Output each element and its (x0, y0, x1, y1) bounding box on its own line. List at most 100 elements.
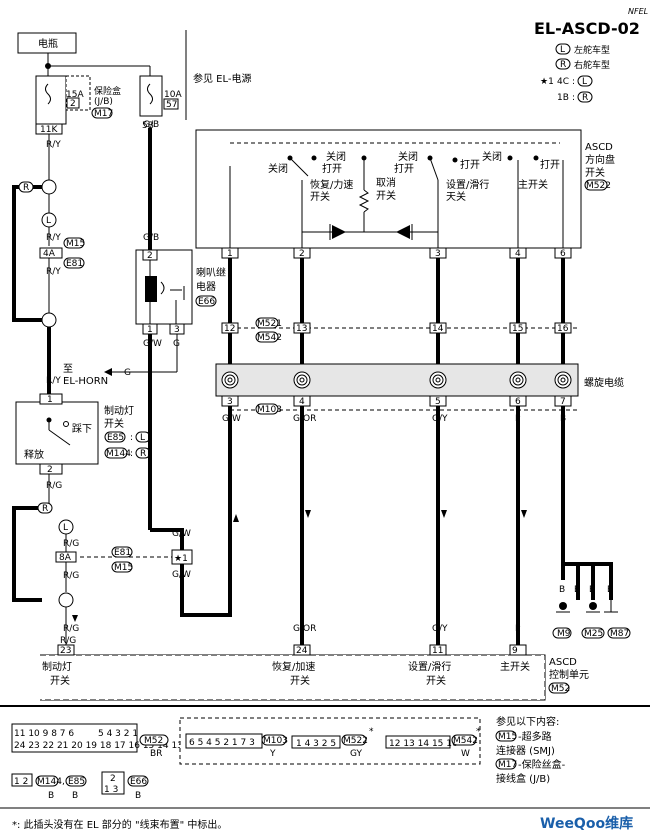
mid-pin-label: 16 (557, 324, 569, 334)
svg-text:G/W: G/W (222, 414, 241, 424)
svg-text:(J/B): (J/B) (94, 97, 113, 107)
svg-text:M144: M144 (106, 449, 131, 459)
svg-text:取消: 取消 (376, 176, 396, 189)
svg-text:踩下: 踩下 (72, 423, 92, 435)
svg-text:R/G: R/G (60, 636, 76, 646)
svg-text:M144: M144 (37, 777, 62, 787)
svg-text:ASCD: ASCD (585, 142, 613, 153)
svg-text:M522: M522 (343, 736, 368, 746)
switch-pin-label: 1 (227, 249, 233, 259)
svg-text:GY: GY (350, 749, 363, 759)
svg-text:M25: M25 (584, 629, 603, 639)
svg-text:开关: 开关 (50, 674, 70, 687)
svg-text:接线盒 (J/B): 接线盒 (J/B) (496, 772, 550, 785)
svg-text:L: L (140, 433, 145, 443)
svg-text:右舵车型: 右舵车型 (574, 59, 610, 71)
ecu-pin-label: 23 (60, 646, 71, 656)
spiral-coil (435, 377, 441, 383)
svg-text:电瓶: 电瓶 (38, 37, 58, 50)
svg-text:24 23 22 21 20 19 18 17 16 15: 24 23 22 21 20 19 18 17 16 15 14 13 12 (14, 741, 197, 751)
svg-text:8A: 8A (59, 553, 72, 563)
svg-text:M521: M521 (257, 319, 282, 329)
mid-pin-label: 13 (296, 324, 307, 334)
svg-text:G/Y: G/Y (432, 414, 448, 424)
svg-text:G/B: G/B (143, 233, 159, 243)
svg-text:E81: E81 (114, 548, 131, 558)
svg-text:3: 3 (174, 325, 180, 335)
svg-text:M103: M103 (257, 405, 282, 415)
mid-pin-box (293, 322, 311, 334)
svg-text:主开关: 主开关 (518, 178, 548, 191)
svg-text:连接器 (SMJ): 连接器 (SMJ) (496, 744, 555, 757)
svg-text:M15: M15 (498, 732, 517, 742)
svg-text:M15: M15 (114, 563, 133, 573)
mid-pin-label: 15 (512, 324, 523, 334)
svg-text:1: 1 (47, 395, 53, 405)
spiral-coil (560, 377, 566, 383)
wire-label-ry-2: R/Y (46, 233, 61, 243)
svg-text:恢复/力速: 恢复/力速 (310, 178, 353, 191)
low-pin-box (554, 395, 572, 407)
svg-text:释放: 释放 (24, 448, 44, 461)
svg-text:Y: Y (269, 749, 276, 759)
svg-text:R/G: R/G (46, 481, 62, 491)
svg-text:5B: 5B (142, 121, 154, 131)
spiral-coil (557, 374, 569, 386)
ecu-pin-label: 9 (512, 646, 518, 656)
svg-text:L: L (582, 77, 587, 87)
svg-text:6 5 4 5 2 1 7 3: 6 5 4 5 2 1 7 3 (189, 738, 255, 748)
spiral-coils (221, 371, 572, 389)
svg-text:打开: 打开 (540, 158, 560, 171)
mid-pin-box (509, 322, 527, 334)
mid-pin-box (221, 322, 239, 334)
diagram-code: EL-ASCD-02 (534, 19, 640, 38)
reference-box: 参见以下内容: M15 -超多路 连接器 (SMJ) M17 -保险丝盒- 接线… (495, 715, 566, 785)
legend: L 左舵车型 R 右舵车型 ★1 4C : L 1B : R (540, 43, 610, 103)
svg-text::: : (130, 433, 133, 443)
svg-text:-超多路: -超多路 (518, 730, 552, 743)
svg-text:M15: M15 (66, 239, 85, 249)
svg-text::: : (130, 449, 133, 459)
svg-text:M87: M87 (610, 629, 629, 639)
svg-text:M52: M52 (551, 684, 570, 694)
low-pin-label: 7 (560, 397, 566, 407)
ecu-pin-box (57, 644, 75, 656)
svg-text:1B: 1B (557, 93, 569, 103)
svg-text:M52: M52 (144, 736, 163, 746)
svg-text:P: P (515, 624, 521, 634)
svg-text:G/W: G/W (143, 339, 162, 349)
svg-text::: : (572, 93, 575, 103)
low-pin-label: 3 (227, 397, 233, 407)
low-pin-box (221, 395, 239, 407)
low-pin-label: 5 (435, 397, 441, 407)
svg-text:设置/滑行: 设置/滑行 (408, 660, 451, 673)
svg-text:ASCD: ASCD (549, 657, 577, 668)
svg-text:G: G (124, 368, 131, 378)
svg-text:M9: M9 (557, 629, 571, 639)
svg-text:M17: M17 (498, 760, 517, 770)
svg-text:B: B (559, 585, 565, 595)
svg-text:L: L (46, 216, 51, 226)
svg-text:M103: M103 (263, 736, 288, 746)
switch-pin-label: 6 (560, 249, 566, 259)
brake-lamp-switch: 1 踩下 释放 2 制动灯 开关 E85 : L M144 : R (15, 390, 151, 475)
svg-text:制动灯: 制动灯 (42, 660, 72, 673)
svg-text:G/B: G/B (143, 120, 159, 130)
svg-text:R/G: R/G (63, 624, 79, 634)
svg-text:11K: 11K (40, 125, 58, 135)
spiral-coil (299, 377, 305, 383)
svg-text:G/Y: G/Y (432, 624, 448, 634)
svg-text:M542: M542 (257, 333, 282, 343)
svg-text:BR: BR (150, 749, 162, 759)
svg-text:,: , (62, 777, 65, 787)
svg-text:开关: 开关 (310, 190, 330, 203)
svg-text:开关: 开关 (585, 166, 605, 179)
switch-pin-box (554, 247, 572, 259)
mid-pin-label: 14 (432, 324, 444, 334)
low-pin-box (293, 395, 311, 407)
svg-text:12 13 14 15 16: 12 13 14 15 16 (389, 739, 458, 749)
